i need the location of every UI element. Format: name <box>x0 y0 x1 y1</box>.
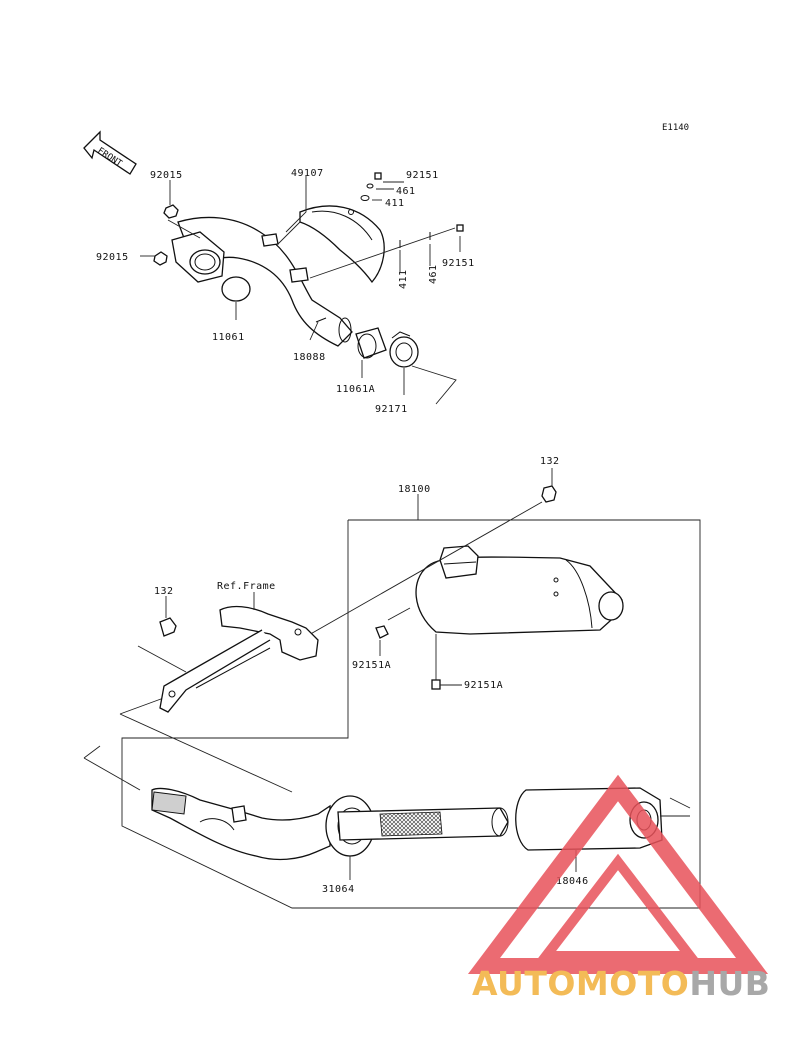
bolt-132-top <box>299 468 557 641</box>
label-11061: 11061 <box>212 332 245 343</box>
label-411-low: 411 <box>398 269 409 289</box>
label-411-top: 411 <box>385 198 405 209</box>
watermark-text: AUTOMOTOHUB <box>472 964 770 1003</box>
label-461-top: 461 <box>396 186 416 197</box>
assembly-outline <box>121 519 701 909</box>
gasket-11061 <box>221 276 251 302</box>
watermark-suffix: HUB <box>689 964 770 1003</box>
label-ref-frame: Ref.Frame <box>217 581 276 592</box>
silencer-18100 <box>415 545 624 635</box>
nut-92015-left <box>153 251 168 266</box>
front-direction-arrow: FRONT <box>83 130 137 175</box>
silencer-core <box>337 807 509 841</box>
bolt-92151-low <box>399 224 464 248</box>
label-92015-top: 92015 <box>150 170 183 181</box>
label-92171: 92171 <box>375 404 408 415</box>
label-92151A-a: 92151A <box>352 660 391 671</box>
label-18088: 18088 <box>293 352 326 363</box>
diagram-code: E1140 <box>662 123 689 133</box>
ref-frame-bracket <box>159 592 319 713</box>
label-18100: 18100 <box>398 484 431 495</box>
watermark-triangle-inner <box>535 853 701 961</box>
label-461-low: 461 <box>428 264 439 284</box>
exhaust-mid-pipe <box>151 787 331 861</box>
heat-guard <box>277 205 385 284</box>
label-92015-left: 92015 <box>96 252 129 263</box>
gasket-11061A <box>355 327 387 359</box>
bolt-92151-top <box>360 172 382 201</box>
label-11061A: 11061A <box>336 384 375 395</box>
label-31064: 31064 <box>322 884 355 895</box>
label-132-top: 132 <box>540 456 560 467</box>
label-49107: 49107 <box>291 168 324 179</box>
clamp-92171 <box>389 331 419 368</box>
watermark-logo: AUTOMOTOHUB <box>467 774 770 1003</box>
label-92151-top: 92151 <box>406 170 439 181</box>
label-92151A-b: 92151A <box>464 680 503 691</box>
bolt-92151A-b <box>431 634 462 690</box>
bolt-132-left <box>159 596 177 637</box>
watermark-triangle-outer <box>467 774 769 974</box>
label-18046: 18046 <box>556 876 589 887</box>
watermark-prefix: AUTOMOTO <box>472 964 689 1003</box>
nut-92015-top <box>163 204 179 219</box>
label-92151-low: 92151 <box>442 258 475 269</box>
label-132-left: 132 <box>154 586 174 597</box>
bolt-92151A-a <box>375 607 411 656</box>
